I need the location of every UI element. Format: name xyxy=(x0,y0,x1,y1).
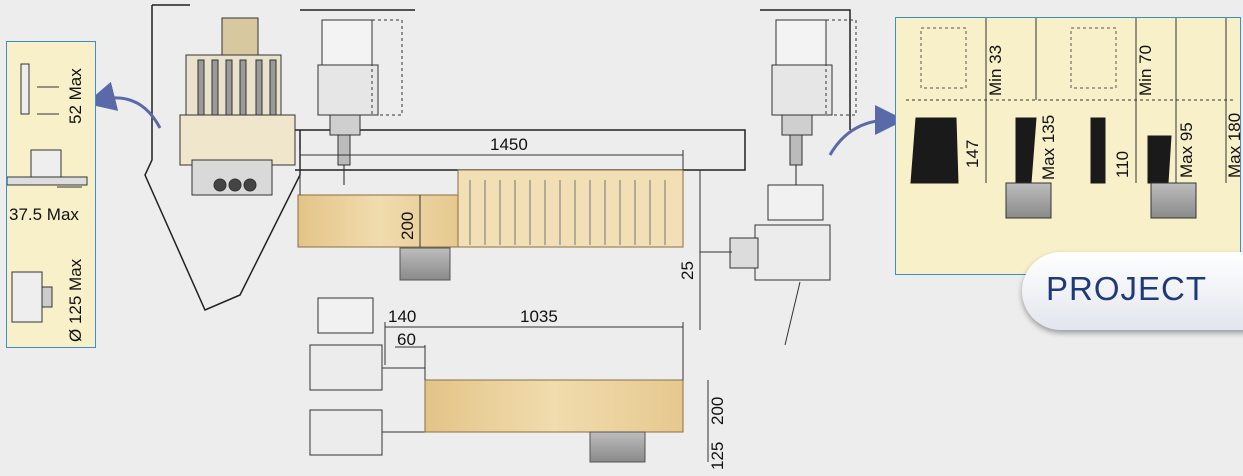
label-110: 110 xyxy=(1113,151,1132,178)
arrow-to-left-panel xyxy=(85,81,162,129)
dim-1450: 1450 xyxy=(490,135,528,154)
dim-25: 25 xyxy=(678,261,697,280)
boring-head xyxy=(179,17,296,196)
lower-head xyxy=(309,297,425,456)
aggregate-head xyxy=(699,170,831,346)
left-detail-panel: 52 Max 37.5 Max Ø 125 Max xyxy=(6,41,96,348)
label-max-180: Max 180 xyxy=(1225,113,1242,178)
dim-125: 125 xyxy=(708,442,727,470)
label-max-135: Max 135 xyxy=(1039,115,1058,180)
dim-1035: 1035 xyxy=(520,307,558,326)
right-detail-panel: Min 33 Min 70 147 Max 135 110 Max 95 Max… xyxy=(895,17,1242,275)
left-panel-drawing: 52 Max 37.5 Max Ø 125 Max xyxy=(7,63,88,342)
arrow-to-right-panel xyxy=(828,105,905,156)
project-badge[interactable] xyxy=(1022,252,1243,330)
label-max-95: Max 95 xyxy=(1177,122,1196,178)
spindle-motor-right xyxy=(771,19,857,185)
label-125-max: Ø 125 Max xyxy=(66,258,85,342)
label-min-70: Min 70 xyxy=(1136,45,1155,96)
dim-200-lower: 200 xyxy=(708,397,727,425)
dim-200-upper: 200 xyxy=(398,212,417,240)
project-badge-label: PROJECT xyxy=(1046,270,1208,307)
workpiece-upper xyxy=(297,169,684,281)
label-147: 147 xyxy=(963,140,982,168)
workpiece-lower xyxy=(424,379,684,463)
spindle-motor-center xyxy=(317,19,403,185)
dimension-lines xyxy=(299,150,709,462)
right-panel-drawing: Min 33 Min 70 147 Max 135 110 Max 95 Max… xyxy=(906,18,1242,219)
label-min-33: Min 33 xyxy=(986,45,1005,96)
dim-60: 60 xyxy=(397,330,416,349)
dim-140: 140 xyxy=(388,307,416,326)
label-52-max: 52 Max xyxy=(66,68,85,124)
label-37-5-max: 37.5 Max xyxy=(9,205,79,224)
